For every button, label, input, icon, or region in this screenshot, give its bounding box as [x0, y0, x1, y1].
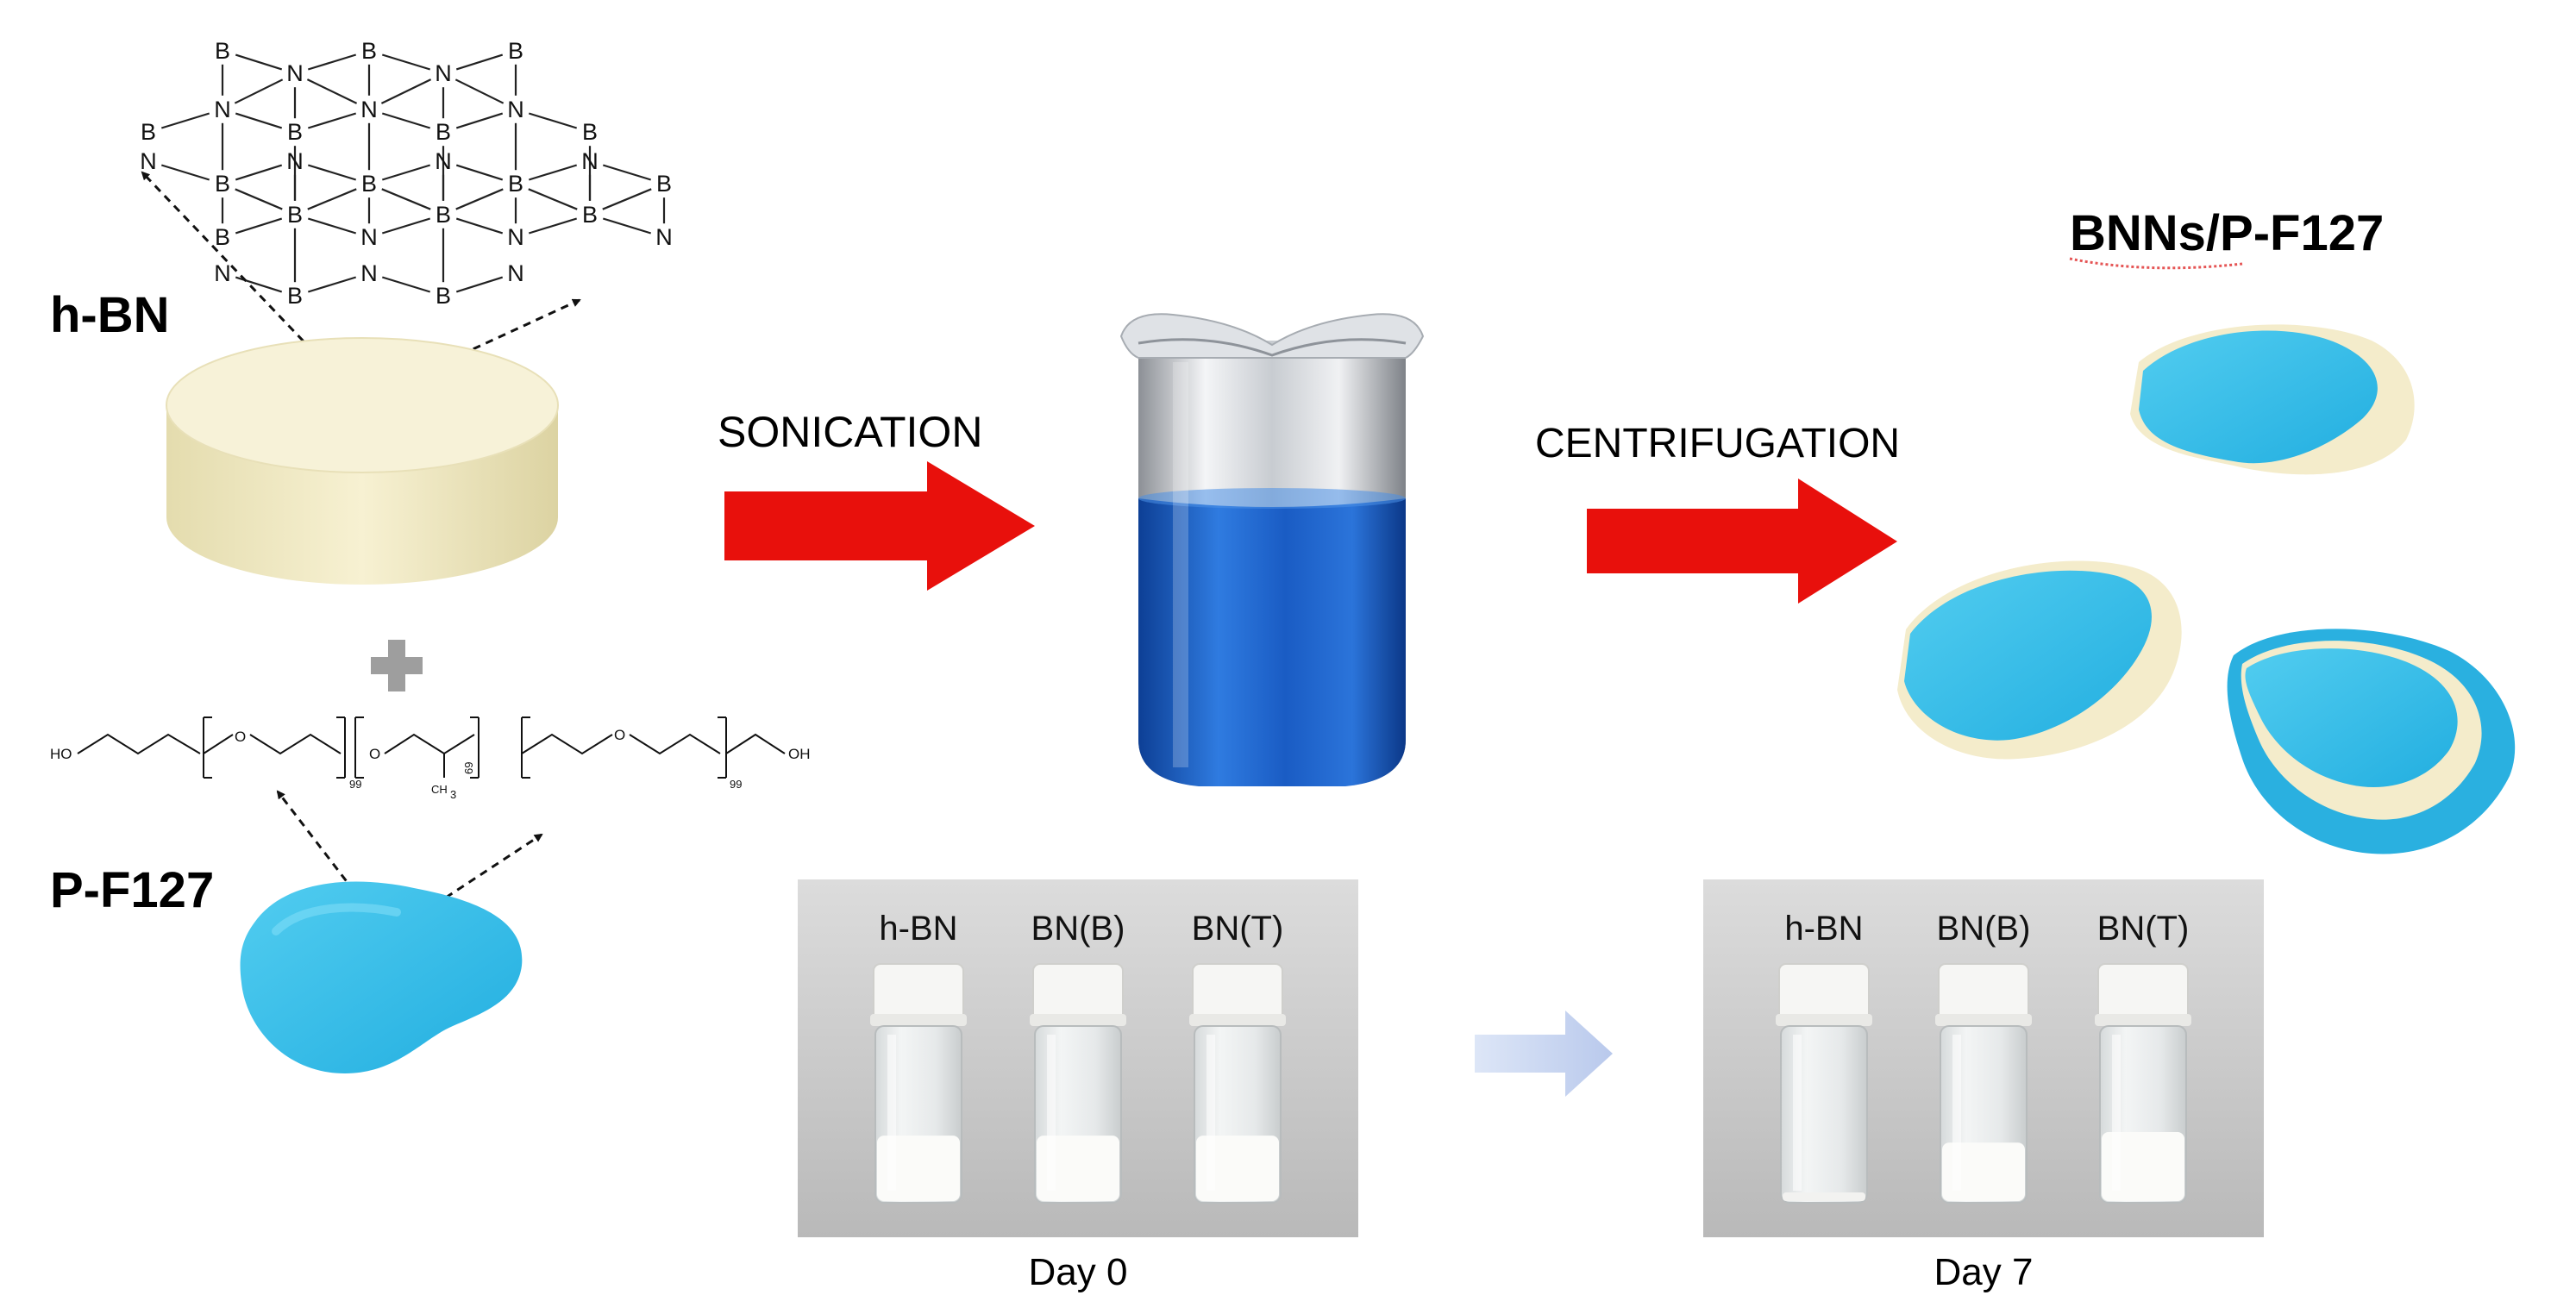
plus-icon — [371, 640, 423, 691]
dispersion-fill — [1942, 1142, 2025, 1201]
lattice-bonds — [160, 53, 666, 293]
boron-atom: B — [436, 119, 451, 145]
bnn-flake-top — [2130, 324, 2415, 475]
day-7-caption: Day 7 — [1934, 1251, 2034, 1293]
boron-atom: B — [436, 283, 451, 309]
boron-atom: B — [215, 224, 230, 250]
dispersion-fill — [1196, 1136, 1279, 1201]
nitrogen-atom: N — [360, 97, 378, 122]
product-label: BNNs/P-F127 — [2070, 205, 2384, 261]
vial-bn-t-: BN(T) — [1189, 910, 1286, 1204]
dispersion-fill — [2102, 1132, 2184, 1201]
pf127-label: P-F127 — [50, 862, 214, 918]
day-0-caption: Day 0 — [1029, 1251, 1128, 1293]
sonication-label: SONICATION — [718, 408, 982, 456]
boron-atom: B — [361, 38, 377, 64]
boron-atom: B — [508, 171, 523, 197]
boron-atom: B — [582, 202, 598, 228]
vial-label: h-BN — [879, 910, 957, 948]
nitrogen-atom: N — [507, 260, 524, 286]
boron-atom: B — [215, 171, 230, 197]
formula-repeat-left: 99 — [349, 778, 361, 791]
vial-h-bn: h-BN — [870, 910, 967, 1204]
boron-atom: B — [656, 171, 672, 197]
nitrogen-atom: N — [140, 148, 157, 174]
vial-label: BN(T) — [1192, 910, 1284, 948]
hbn-label: h-BN — [50, 287, 170, 343]
vial-row: h-BN BN(B) BN(T) — [1776, 910, 2191, 1204]
boron-atom: B — [508, 38, 523, 64]
nitrogen-atom: N — [286, 60, 304, 86]
beaker-with-dispersion — [1119, 313, 1425, 786]
formula-oh: OH — [788, 746, 811, 762]
nitrogen-atom: N — [581, 148, 599, 174]
boron-atom: B — [287, 202, 303, 228]
photo-day-7: h-BN BN(B) BN(T) — [1703, 879, 2264, 1237]
bnn-flake-left — [1897, 560, 2182, 760]
nitrogen-atom: N — [435, 148, 452, 174]
vial-label: h-BN — [1784, 910, 1863, 948]
nitrogen-atom: N — [655, 224, 673, 250]
sonication-arrow — [724, 461, 1035, 591]
vial-bn-b-: BN(B) — [1030, 910, 1126, 1204]
vial-label: BN(B) — [1937, 910, 2031, 948]
vial-label: BN(B) — [1031, 910, 1125, 948]
boron-atom: B — [215, 38, 230, 64]
vial-bn-b-: BN(B) — [1935, 910, 2032, 1204]
vial-bn-t-: BN(T) — [2095, 910, 2191, 1204]
nitrogen-atom: N — [507, 97, 524, 122]
pf127-blob — [240, 881, 523, 1073]
boron-atom: B — [582, 119, 598, 145]
spellcheck-underline — [2069, 257, 2243, 270]
vial-h-bn: h-BN — [1776, 910, 1872, 1204]
vial-label: BN(T) — [2097, 910, 2190, 948]
vial-row: h-BN BN(B) BN(T) — [870, 910, 1286, 1204]
hbn-pellet — [166, 337, 559, 585]
formula-ho: HO — [50, 746, 72, 762]
nitrogen-atom: N — [286, 148, 304, 174]
formula-methyl: CH — [431, 783, 448, 796]
centrifugation-label: CENTRIFUGATION — [1535, 421, 1900, 466]
nitrogen-atom: N — [214, 97, 231, 122]
dispersion-fill — [1037, 1136, 1119, 1201]
nitrogen-atom: N — [507, 224, 524, 250]
nitrogen-atom: N — [360, 260, 378, 286]
boron-atom: B — [287, 283, 303, 309]
nitrogen-atom: N — [360, 224, 378, 250]
formula-methyl-sub: 3 — [450, 788, 456, 801]
nitrogen-atom: N — [435, 60, 452, 86]
formula-repeat-mid: 69 — [462, 762, 475, 774]
formula-repeat-right: 99 — [730, 778, 742, 791]
time-progress-arrow — [1475, 1011, 1613, 1097]
formula-oxygen-2: O — [369, 746, 380, 762]
sediment-layer — [1783, 1192, 1865, 1201]
centrifugation-arrow — [1587, 479, 1897, 604]
formula-oxygen-3: O — [614, 727, 625, 743]
pf127-chemical-formula: HO O 99 O CH 3 69 O 99 OH — [50, 716, 811, 801]
lattice-pointer-arrows — [141, 171, 581, 403]
boron-atom: B — [361, 171, 377, 197]
photo-day-0: h-BN BN(B) BN(T) — [798, 879, 1358, 1237]
formula-oxygen-1: O — [235, 729, 246, 745]
nitrogen-atom: N — [214, 260, 231, 286]
boron-atom: B — [287, 119, 303, 145]
boron-atom: B — [436, 202, 451, 228]
boron-atom: B — [141, 119, 156, 145]
dispersion-fill — [877, 1136, 960, 1201]
bnn-flake-right — [2227, 629, 2516, 854]
